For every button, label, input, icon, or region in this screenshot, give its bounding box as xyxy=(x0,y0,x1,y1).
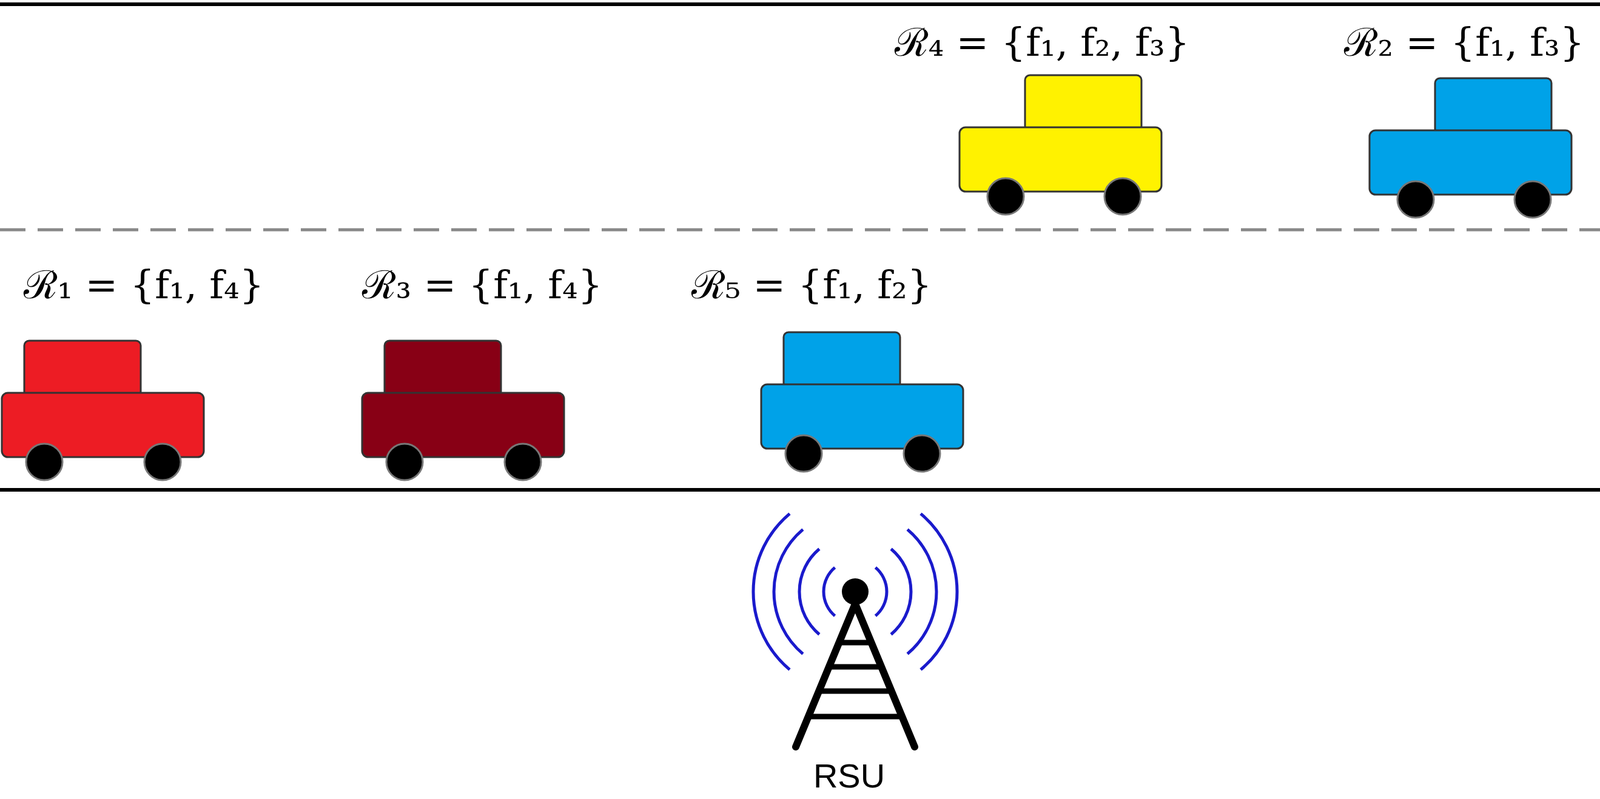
radio-wave xyxy=(823,567,836,617)
radio-wave xyxy=(907,529,937,654)
unit-label: RSU xyxy=(813,759,885,794)
roadside-unit: RSU xyxy=(782,485,928,794)
radio-wave xyxy=(890,549,911,636)
car xyxy=(1,340,204,481)
request-set-label: ℛ₂ = {f₁, f₃} xyxy=(1344,20,1585,66)
car xyxy=(761,332,964,472)
vehicle: ℛ₁ = {f₁, f₄} xyxy=(1,263,264,485)
car xyxy=(959,75,1162,215)
radio-waves xyxy=(753,513,958,670)
request-set-label: ℛ₅ = {f₁, f₂} xyxy=(691,263,933,309)
radio-wave xyxy=(920,513,958,670)
request-set-label: ℛ₄ = {f₁, f₂, f₃} xyxy=(894,20,1190,66)
vehicle: ℛ₅ = {f₁, f₂} xyxy=(691,263,964,476)
radio-wave xyxy=(773,529,804,654)
request-set-label: ℛ₁ = {f₁, f₄} xyxy=(23,263,265,309)
road-edge xyxy=(0,488,1600,492)
vehicle: ℛ₃ = {f₁, f₄} xyxy=(362,263,603,485)
rsu-tower xyxy=(795,578,915,748)
lane-divider xyxy=(0,228,1600,232)
road-edge xyxy=(0,2,1600,7)
radio-wave xyxy=(753,513,790,670)
radio-wave xyxy=(799,549,820,636)
request-set-label: ℛ₃ = {f₁, f₄} xyxy=(362,263,603,309)
car xyxy=(1369,78,1572,218)
vehicle: ℛ₄ = {f₁, f₂, f₃} xyxy=(894,20,1190,219)
vehicle: ℛ₂ = {f₁, f₃} xyxy=(1344,20,1585,222)
radio-wave xyxy=(875,567,887,617)
car xyxy=(362,340,565,481)
